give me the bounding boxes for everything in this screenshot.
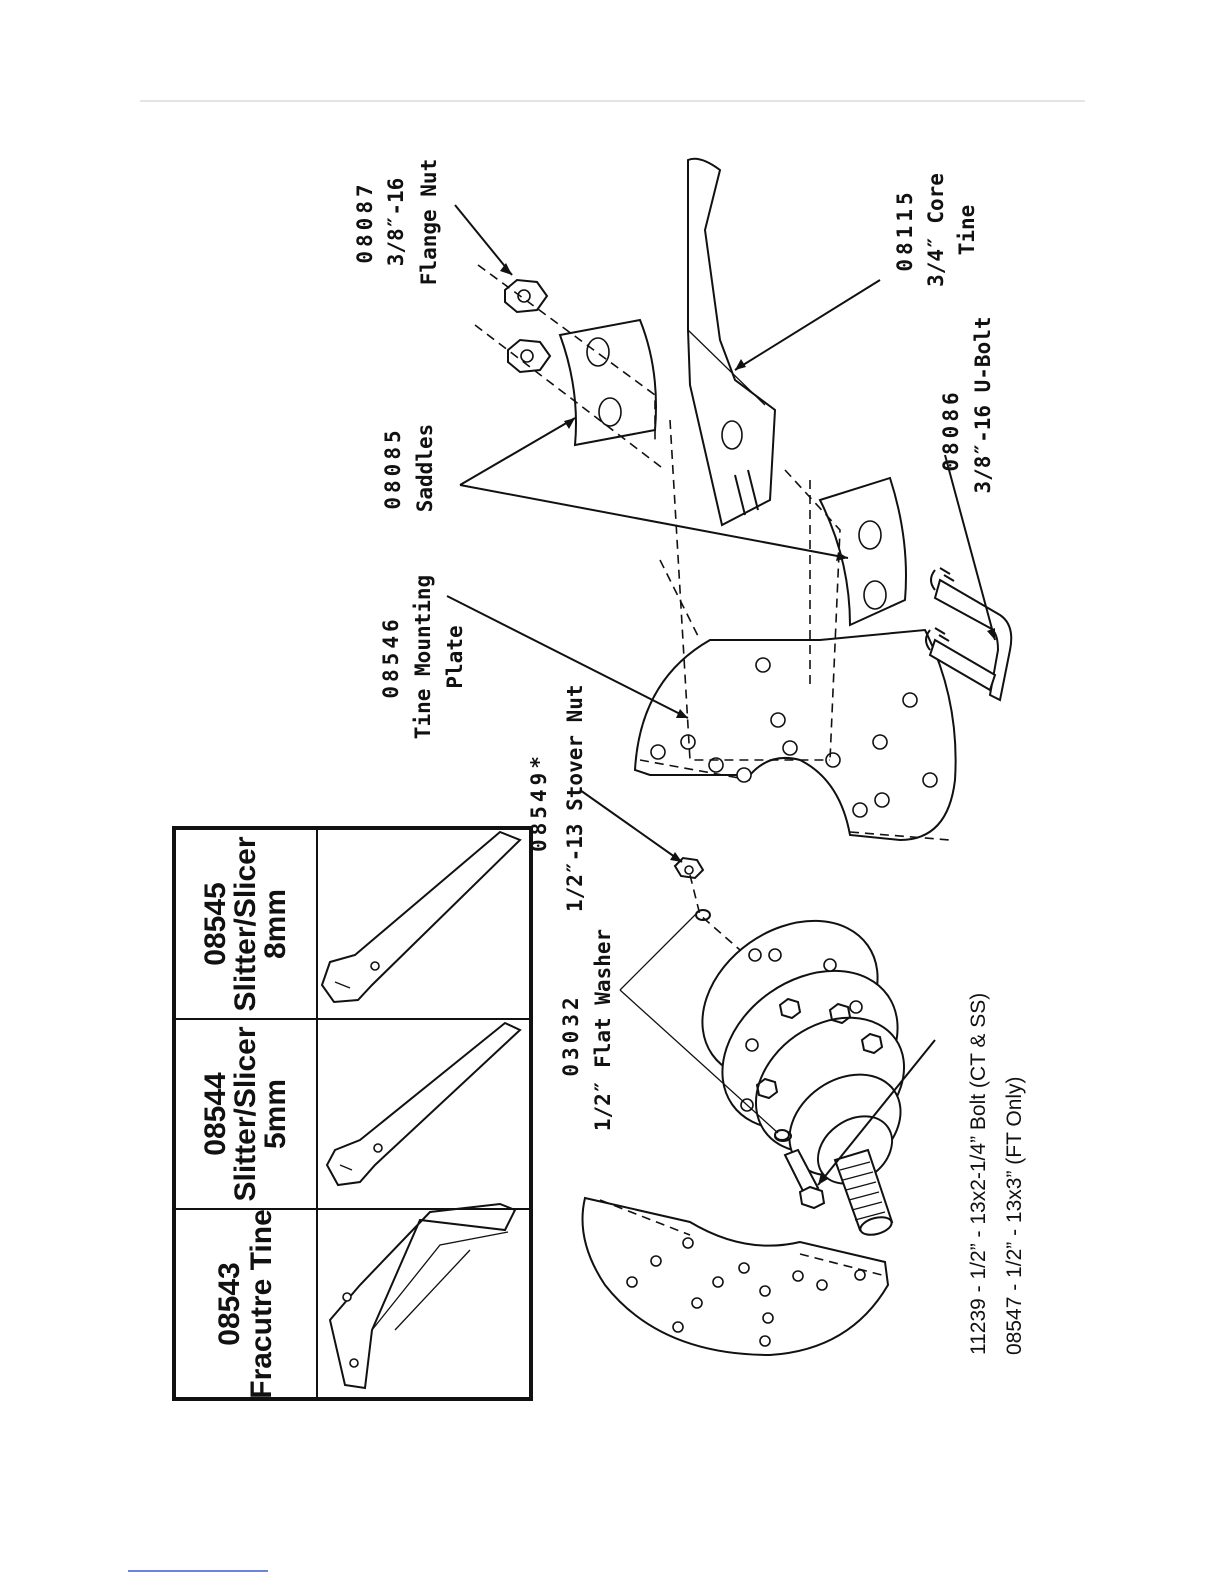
callout-name: Tine: [955, 205, 979, 256]
callout-name-line2: Plate: [443, 625, 467, 688]
flange-nut-1: [505, 280, 547, 312]
callout-stover-nut: 08549* 1/2″-13 Stover Nut: [527, 684, 587, 912]
callout-number: 08549*: [527, 752, 551, 852]
callout-spec: 3/8″-16: [384, 178, 408, 267]
tine-number: 08543: [213, 1262, 246, 1345]
callout-spec: 3/4″ Core: [924, 173, 948, 287]
callout-number: 08085: [381, 426, 405, 509]
callout-saddles: 08085 Saddles: [381, 424, 437, 513]
tine-name: Fracutre Tine: [245, 1209, 278, 1399]
callout-name: Saddles: [413, 424, 437, 513]
callout-flat-washer: 03032 1/2″ Flat Washer: [559, 929, 615, 1131]
saddle-lower: [820, 478, 906, 625]
callout-name: Tine Mounting: [411, 575, 435, 739]
callout-number: 08087: [353, 180, 377, 263]
tine-name: Slitter/Slicer: [229, 1026, 262, 1201]
callout-name: 3/8″-16 U-Bolt: [971, 316, 995, 493]
bolt-spec-line-2: 08547 - 1/2” - 13x3” (FT Only): [1003, 1076, 1026, 1355]
tine-number: 08544: [199, 1072, 232, 1156]
callout-number: 03032: [559, 993, 583, 1076]
bolt-spec-line-1: 11239 - 1/2” - 13x2-1/4” Bolt (CT & SS): [967, 993, 990, 1355]
callout-flange-nut: 08087 3/8″-16 Flange Nut: [353, 159, 441, 285]
tine-size: 8mm: [259, 889, 292, 959]
callout-name: Flange Nut: [417, 159, 441, 285]
core-tine: [688, 159, 775, 525]
lower-mounting-plate: [583, 1198, 889, 1355]
hub-assembly: [672, 888, 930, 1238]
tine-table: 08543 Fracutre Tine 08544 Slitter/Slicer…: [174, 828, 531, 1399]
callout-core-tine: 08115 3/4″ Core Tine: [893, 173, 979, 287]
bolt-spec-notes: 11239 - 1/2” - 13x2-1/4” Bolt (CT & SS) …: [967, 993, 1026, 1355]
tine-number: 08545: [199, 882, 232, 965]
callout-number: 08086: [939, 388, 963, 471]
callout-name: 1/2″ Flat Washer: [591, 929, 615, 1131]
tine-mounting-plate: [635, 630, 956, 840]
callout-number: 08115: [893, 188, 917, 271]
tine-name: Slitter/Slicer: [229, 836, 262, 1011]
callout-number: 08546: [379, 615, 403, 698]
callout-u-bolt: 08086 3/8″-16 U-Bolt: [939, 316, 995, 493]
callout-name: 1/2″-13 Stover Nut: [563, 684, 587, 912]
tine-size: 5mm: [259, 1079, 292, 1149]
